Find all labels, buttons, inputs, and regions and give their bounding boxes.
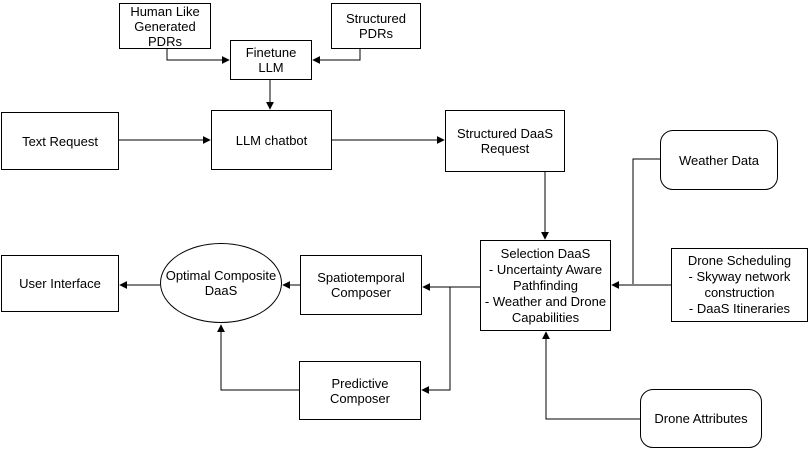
node-user-interface: User Interface [1,255,119,312]
node-selection-daas: Selection DaaS - Uncertainty Aware Pathf… [480,240,611,331]
edge-weather-data-junction [632,158,660,284]
edge-selection-daas-branch-to-predictive-composer [421,287,451,394]
node-optimal-composite-daas: Optimal Composite DaaS [160,243,282,323]
node-spatiotemporal-composer: Spatiotemporal Composer [300,255,422,315]
edge-structured-pdrs-to-finetune-llm [312,49,361,64]
node-weather-data: Weather Data [660,130,778,190]
node-structured-pdrs: Structured PDRs [331,3,421,49]
node-predictive-composer: Predictive Composer [299,361,421,420]
node-drone-attributes: Drone Attributes [640,389,762,448]
node-structured-daas-request: Structured DaaS Request [445,110,565,172]
node-text-request: Text Request [1,112,119,170]
edge-human-pdrs-to-finetune-llm [166,49,230,64]
edge-drone-attributes-to-selection-daas [542,331,640,420]
node-drone-scheduling: Drone Scheduling - Skyway network constr… [671,248,808,322]
edge-predictive-composer-to-optimal-composite-daas [217,324,299,391]
node-finetune-llm: Finetune LLM [230,40,312,80]
node-human-like-generated-pdrs: Human Like Generated PDRs [119,3,211,49]
node-llm-chatbot: LLM chatbot [211,110,332,170]
